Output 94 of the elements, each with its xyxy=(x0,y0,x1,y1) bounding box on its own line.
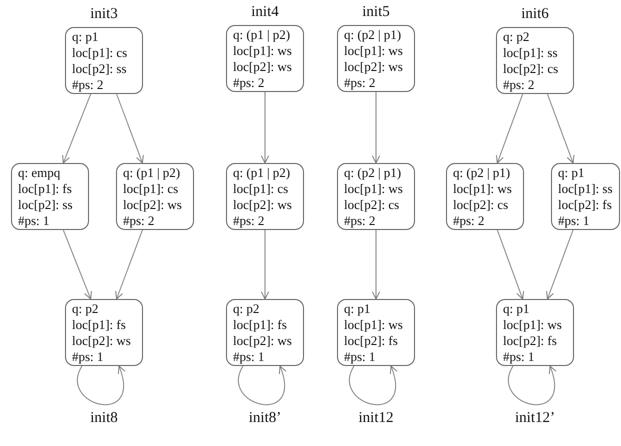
state-field: loc[p2]: cs xyxy=(453,197,508,213)
state-field: loc[p2]: ws xyxy=(233,59,292,75)
state-field: #ps: 2 xyxy=(233,75,264,91)
state-field: #ps: 1 xyxy=(558,213,590,229)
state-box xyxy=(496,27,574,94)
state-field: loc[p1]: ws xyxy=(503,317,562,333)
arrow xyxy=(372,230,380,300)
arrow xyxy=(546,230,574,300)
state-field: loc[p1]: fs xyxy=(72,317,126,333)
state-field: loc[p1]: ws xyxy=(344,43,403,59)
state-field: loc[p2]: ws xyxy=(344,59,403,75)
state-field: loc[p2]: fs xyxy=(344,333,398,349)
state-name: init8 xyxy=(90,410,118,427)
state-field: loc[p1]: ws xyxy=(453,181,512,197)
state-field: #ps: 2 xyxy=(72,77,104,93)
state-field: loc[p2]: fs xyxy=(558,197,612,213)
state-field: #ps: 1 xyxy=(344,349,376,365)
arrow xyxy=(260,230,270,300)
state-field: loc[p2]: ws xyxy=(123,197,182,213)
state-field: loc[p2]: ss xyxy=(72,61,127,77)
state-box xyxy=(551,163,620,230)
state-field: loc[p1]: fs xyxy=(233,317,287,333)
state-field: q: p1 xyxy=(344,301,370,317)
state-name: init5 xyxy=(362,4,390,21)
state-field: loc[p1]: ws xyxy=(233,43,292,59)
state-field: loc[p1]: fs xyxy=(18,181,72,197)
state-field: loc[p2]: ws xyxy=(72,333,131,349)
state-box xyxy=(116,163,194,230)
arrow xyxy=(260,92,270,164)
state-field: q: p1 xyxy=(503,301,530,317)
state-box xyxy=(446,163,524,230)
state-field: loc[p1]: ws xyxy=(344,317,403,333)
state-name: init6 xyxy=(521,6,549,23)
state-field: loc[p1]: ss xyxy=(503,45,558,61)
state-field: q: (p2 | p1) xyxy=(344,165,402,181)
state-field: q: (p1 | p2) xyxy=(233,27,290,43)
state-field: q: (p1 | p2) xyxy=(123,165,180,181)
state-field: #ps: 2 xyxy=(344,75,376,91)
state-field: q: p1 xyxy=(72,29,98,45)
state-field: #ps: 1 xyxy=(18,213,50,229)
state-name: init3 xyxy=(90,6,118,23)
state-box xyxy=(226,163,304,230)
state-field: #ps: 2 xyxy=(233,213,264,229)
state-field: loc[p2]: ss xyxy=(18,197,73,213)
state-name: init12 xyxy=(358,410,394,427)
state-field: loc[p2]: ws xyxy=(233,333,292,349)
state-box xyxy=(496,299,574,366)
state-box xyxy=(65,27,143,94)
self-loop-arrow xyxy=(349,366,397,406)
self-loop-arrow xyxy=(77,366,125,406)
state-box xyxy=(337,25,415,92)
state-field: loc[p2]: ws xyxy=(233,197,292,213)
state-box xyxy=(226,25,304,92)
state-field: loc[p1]: cs xyxy=(123,181,178,197)
arrow xyxy=(116,94,144,164)
state-field: q: (p2 | p1) xyxy=(344,27,402,43)
state-box xyxy=(337,299,415,366)
state-name: init4 xyxy=(251,4,279,21)
state-field: q: p2 xyxy=(233,301,260,317)
state-field: loc[p1]: cs xyxy=(233,181,288,197)
state-field: loc[p2]: fs xyxy=(503,333,557,349)
state-field: q: (p2 | p1) xyxy=(453,165,510,181)
arrow xyxy=(62,94,92,164)
arrow xyxy=(62,230,92,300)
state-field: #ps: 1 xyxy=(233,349,264,365)
state-name: init12’ xyxy=(515,410,555,427)
state-field: loc[p2]: cs xyxy=(344,197,400,213)
state-field: #ps: 2 xyxy=(344,213,376,229)
self-loop-arrow xyxy=(508,366,556,406)
state-box xyxy=(337,163,415,230)
state-field: #ps: 2 xyxy=(503,77,534,93)
state-field: loc[p1]: cs xyxy=(72,45,128,61)
self-loop-arrow xyxy=(238,366,286,406)
state-field: q: p2 xyxy=(72,301,98,317)
state-field: #ps: 2 xyxy=(123,213,154,229)
state-field: #ps: 1 xyxy=(503,349,534,365)
state-field: #ps: 1 xyxy=(72,349,104,365)
state-field: loc[p1]: ss xyxy=(558,181,613,197)
state-box xyxy=(65,299,143,366)
arrow xyxy=(496,94,524,164)
state-box xyxy=(11,163,89,230)
state-field: q: p1 xyxy=(558,165,584,181)
state-name: init8’ xyxy=(248,410,282,427)
arrow xyxy=(546,94,574,164)
state-field: #ps: 2 xyxy=(453,213,484,229)
arrow xyxy=(496,230,524,300)
state-box xyxy=(226,299,304,366)
state-field: q: (p1 | p2) xyxy=(233,165,290,181)
state-field: loc[p1]: ws xyxy=(344,181,403,197)
state-field: loc[p2]: cs xyxy=(503,61,558,77)
state-field: q: p2 xyxy=(503,29,530,45)
state-field: q: empq xyxy=(18,165,60,181)
arrow xyxy=(115,230,143,300)
arrow xyxy=(372,92,380,164)
